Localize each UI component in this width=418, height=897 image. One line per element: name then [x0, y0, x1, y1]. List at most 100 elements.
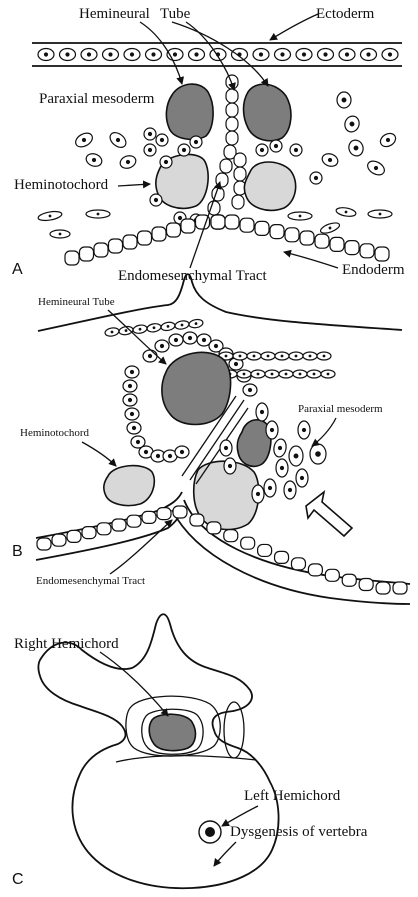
dorsal-cell: [279, 370, 293, 378]
label-endoderm: Endoderm: [342, 262, 405, 278]
dorsal-cell: [160, 321, 175, 331]
tube-cell: [226, 89, 238, 103]
mesenchyme-cell: [86, 210, 110, 218]
endoderm-cell: [211, 215, 225, 229]
mesenchyme-cell: [290, 144, 302, 156]
mesenchyme-cell: [37, 210, 62, 222]
paraxial-cell: [298, 421, 310, 439]
endoderm-cell: [112, 519, 126, 531]
endoderm-cell: [67, 530, 81, 542]
mesenchyme-cell: [144, 128, 156, 140]
ectoderm-cell: [81, 49, 97, 61]
paraxial-cell: [289, 446, 303, 466]
mesenchyme-cell: [256, 144, 268, 156]
ectoderm-cell: [382, 49, 398, 61]
endoderm-cell: [65, 251, 79, 265]
panel-letter-a: A: [12, 261, 23, 278]
tube-cell: [234, 153, 246, 167]
dorsal-cell: [251, 370, 265, 378]
endoderm-cell: [138, 231, 152, 245]
endoderm-layer: [65, 215, 389, 265]
dorsal-cell: [247, 352, 261, 360]
endoderm-cell: [393, 582, 407, 594]
mesenchyme-cell: [50, 230, 70, 238]
endoderm-cell: [157, 508, 171, 520]
label-left-hemichord: Left Hemichord: [244, 788, 341, 804]
mesenchyme-cell: [288, 212, 312, 220]
neural-ring-cell: [183, 332, 197, 344]
dorsal-cell: [307, 370, 321, 378]
ectoderm-cell: [38, 49, 54, 61]
dorsal-cell: [188, 318, 203, 328]
paraxial-cell: [310, 444, 326, 464]
endoderm-cell: [308, 564, 322, 576]
panel-letter-c: C: [12, 871, 24, 888]
endoderm-cell: [285, 228, 299, 242]
endoderm-cell: [142, 511, 156, 523]
ectoderm-cell: [318, 49, 334, 61]
paraxial-cell: [266, 421, 278, 439]
mesenchyme-cell: [343, 114, 362, 134]
leader-lines-b: [82, 310, 336, 574]
endoderm-cell: [127, 515, 141, 527]
tube-cell: [226, 75, 238, 89]
mesenchyme-cell: [319, 221, 341, 235]
endoderm-cell: [270, 225, 284, 239]
paraxial-cell: [252, 485, 264, 503]
endoderm-cell: [190, 514, 204, 526]
ectoderm-cell: [296, 49, 312, 61]
label-endomesenchymal-tract-b: Endomesenchymal Tract: [36, 575, 145, 587]
paraxial-cell: [284, 481, 296, 499]
label-ectoderm: Ectoderm: [316, 6, 375, 22]
mesenchyme-cell: [378, 131, 398, 149]
ectoderm-cell: [232, 49, 248, 61]
tube-cell: [220, 159, 232, 173]
mesenchyme-cell: [368, 210, 392, 218]
endoderm-cell: [224, 530, 238, 542]
left-heminotochord-b: [104, 466, 155, 506]
paraxial-cell: [276, 459, 288, 477]
mesenchyme-cell: [270, 140, 282, 152]
tube-cell: [216, 173, 228, 187]
dorsal-cell: [303, 352, 317, 360]
endoderm-cell: [360, 244, 374, 258]
ectoderm-cell: [253, 49, 269, 61]
hemineural-tube-b: [162, 352, 231, 424]
label-heminotochord-b: Heminotochord: [20, 427, 90, 439]
ectoderm-cell: [275, 49, 291, 61]
tube-cell: [234, 167, 246, 181]
dorsal-cell: [104, 327, 119, 337]
endoderm-cell: [37, 538, 51, 550]
endoderm-cell: [375, 247, 389, 261]
ectoderm-cell: [60, 49, 76, 61]
paraxial-cell: [296, 469, 308, 487]
mesenchyme-cell: [144, 144, 156, 156]
neural-ring-cell: [169, 334, 183, 346]
endoderm-cell: [123, 235, 137, 249]
endoderm-cell: [258, 544, 272, 556]
mesenchyme-cell: [320, 152, 339, 169]
endoderm-cell: [94, 243, 108, 257]
mesenchyme-cell: [150, 194, 162, 206]
endoderm-cell: [345, 241, 359, 255]
vertebra-outline: [39, 614, 279, 888]
endoderm-cell: [225, 215, 239, 229]
label-hemineural: Hemineural: [79, 6, 150, 22]
mesenchyme-cell: [335, 206, 356, 217]
right-paraxial-mesoderm: [244, 84, 291, 141]
endoderm-cell: [80, 247, 94, 261]
tube-cell: [226, 103, 238, 117]
endoderm-cell: [167, 223, 181, 237]
mesenchyme-cell: [84, 152, 103, 169]
hollow-arrow-b: [306, 492, 352, 536]
mesenchyme-cell: [156, 134, 168, 146]
left-paraxial-mesoderm: [166, 84, 213, 139]
dorsal-cell: [321, 370, 335, 378]
neural-ring-cell: [123, 394, 137, 406]
dorsal-cell: [261, 352, 275, 360]
tube-cell: [232, 195, 244, 209]
ectoderm-cell: [146, 49, 162, 61]
neural-ring-cell: [143, 350, 157, 362]
endoderm-cell: [325, 569, 339, 581]
